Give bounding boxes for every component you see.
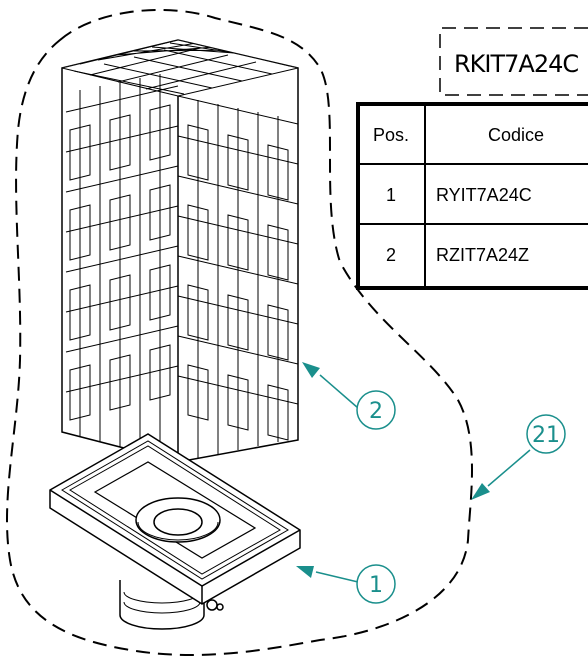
balloon-part-2-label: 2 xyxy=(369,399,383,424)
leader-part-1 xyxy=(296,566,359,583)
balloon-part-1-label: 1 xyxy=(369,573,383,598)
parts-table: Pos. Codice 1 RYIT7A24C 2 RZIT7A24Z xyxy=(356,102,588,290)
table-row-2-pos: 2 xyxy=(386,245,396,265)
base-part xyxy=(49,433,301,630)
table-header-pos: Pos. xyxy=(373,125,409,145)
table-row-1-pos: 1 xyxy=(386,185,396,205)
leader-kit xyxy=(471,449,531,500)
kit-code-label: RKIT7A24C xyxy=(439,27,588,96)
balloon-kit: 21 xyxy=(526,414,566,454)
balloon-part-2: 2 xyxy=(356,390,396,430)
balloon-kit-label: 21 xyxy=(532,423,560,448)
kit-boundary xyxy=(6,8,473,657)
balloon-part-1: 1 xyxy=(356,564,396,604)
table-header-code: Codice xyxy=(488,125,544,145)
leader-part-2 xyxy=(302,362,359,409)
table-row-2-code: RZIT7A24Z xyxy=(436,245,529,265)
kit-code-text: RKIT7A24C xyxy=(454,50,578,78)
table-row-1-code: RYIT7A24C xyxy=(436,185,532,205)
woven-block-part xyxy=(61,39,299,463)
